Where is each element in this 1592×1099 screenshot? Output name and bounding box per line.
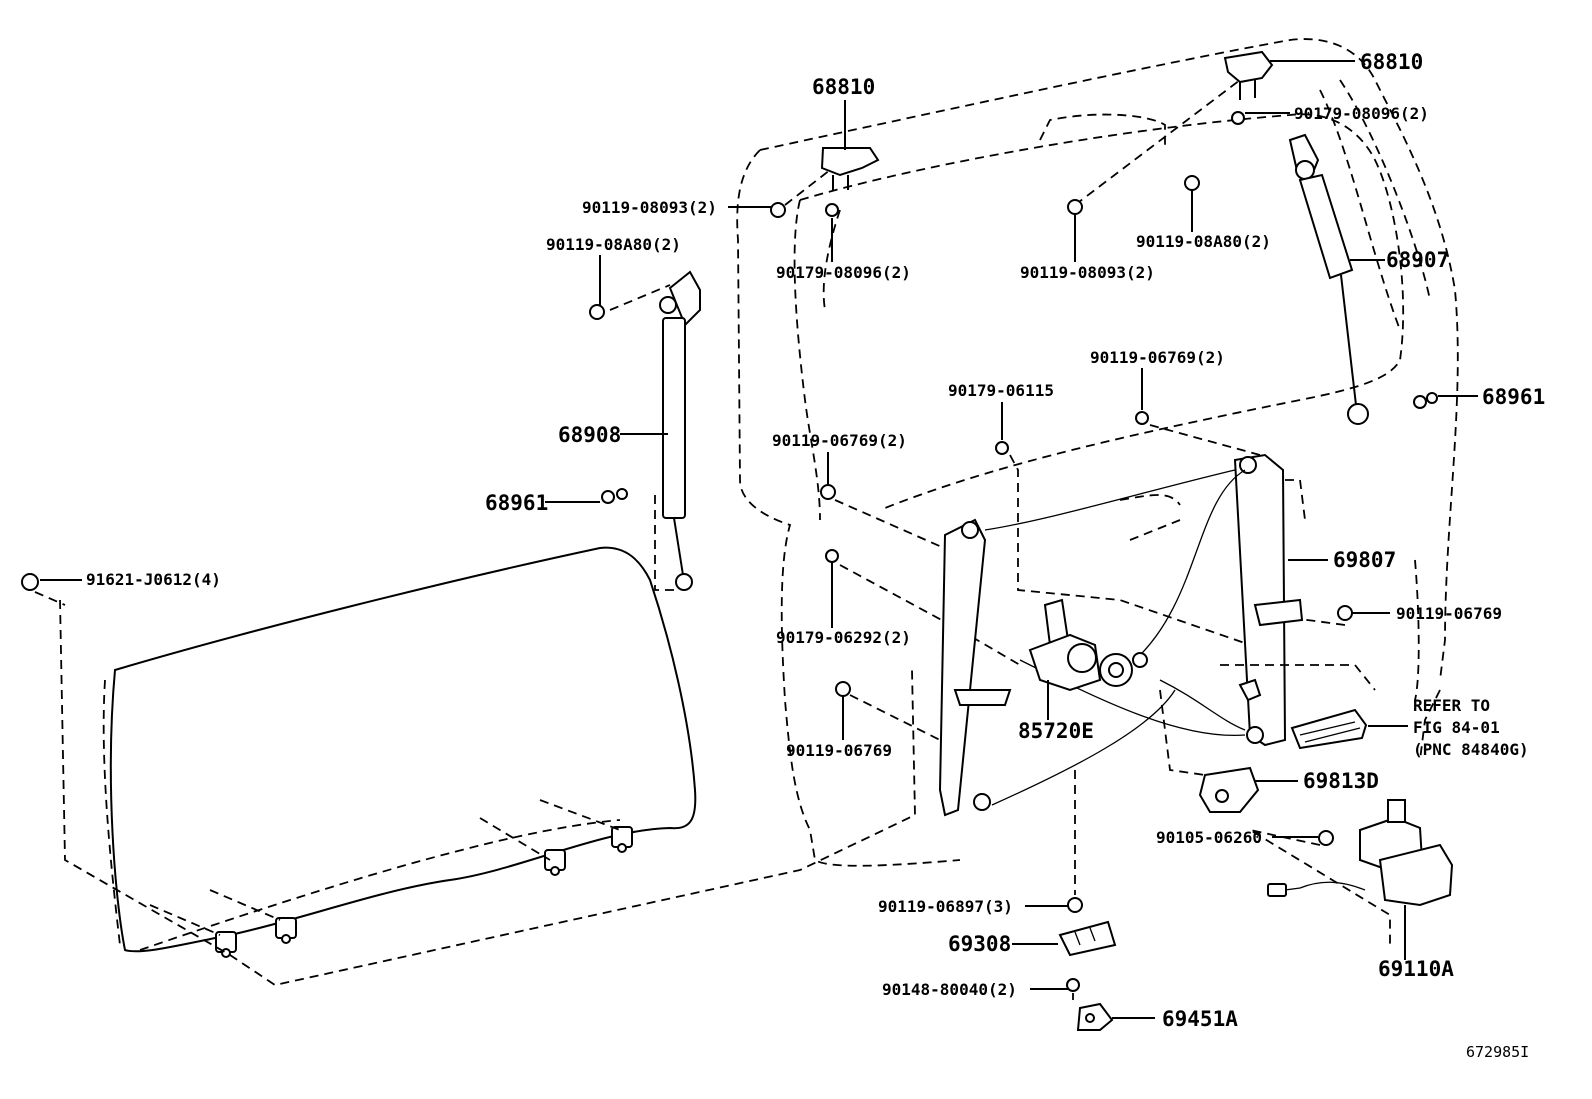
back-glass xyxy=(59,546,916,986)
label-nut-06115: 90179-06115 xyxy=(948,381,1054,400)
label-hinge-right: 68810 xyxy=(1360,50,1423,74)
damper-stay-right xyxy=(1288,133,1369,425)
striker xyxy=(1058,920,1117,957)
label-bolt-06769-b: 90119-06769(2) xyxy=(772,431,907,450)
label-bolt-hinge-right: 90119-08093(2) xyxy=(1020,263,1155,282)
bolt-icon xyxy=(835,681,851,697)
label-bracket: 69813D xyxy=(1303,769,1379,793)
label-stud-left: 68961 xyxy=(485,491,548,515)
bolt-icon xyxy=(1318,830,1334,846)
label-bolt-stay-right: 90119-08A80(2) xyxy=(1136,232,1271,251)
bracket xyxy=(1198,766,1260,813)
label-regulator: 69807 xyxy=(1333,548,1396,572)
bolt-icon xyxy=(820,484,836,500)
damper-stay-left xyxy=(609,270,701,591)
bolt-icon xyxy=(1337,605,1353,621)
glass-clip-2 xyxy=(544,849,566,876)
glass-clip-1 xyxy=(611,826,633,853)
label-bolt-06769-c: 90119-06769 xyxy=(786,741,892,760)
label-motor: 85720E xyxy=(1018,719,1094,743)
label-handle-ref-2: FIG 84-01 xyxy=(1413,718,1500,737)
bolt-icon xyxy=(1135,411,1149,425)
label-cover: 69451A xyxy=(1162,1007,1238,1031)
label-handle-ref-1: REFER TO xyxy=(1413,696,1490,715)
screw-icon xyxy=(1066,978,1080,992)
label-bolt-stay-left: 90119-08A80(2) xyxy=(546,235,681,254)
stud-icon xyxy=(1413,392,1438,409)
label-lock-assy: 69110A xyxy=(1378,957,1454,981)
label-bolt-06769-d: 90119-06769 xyxy=(1396,604,1502,623)
stud-icon xyxy=(601,488,628,504)
nut-icon xyxy=(825,203,839,217)
label-nut-06292: 90179-06292(2) xyxy=(776,628,911,647)
bolt-icon xyxy=(21,573,39,591)
bolt-icon xyxy=(1184,175,1200,191)
label-hinge-left: 68810 xyxy=(812,75,875,99)
door-lock-assembly xyxy=(1267,799,1454,960)
nut-icon xyxy=(1231,111,1245,125)
label-glass-bolt: 91621-J0612(4) xyxy=(86,570,221,589)
hinge-right xyxy=(1074,50,1274,206)
leader-lines xyxy=(40,60,1478,1019)
figure-id: 672985I xyxy=(1466,1043,1529,1061)
bolt-icon xyxy=(770,202,786,218)
label-damper-stay-left: 68908 xyxy=(558,423,621,447)
label-nut-hinge-left: 90179-08096(2) xyxy=(776,263,911,282)
nut-icon xyxy=(825,549,839,563)
label-striker: 69308 xyxy=(948,932,1011,956)
back-door-outline xyxy=(736,38,1459,867)
glass-clip-3 xyxy=(275,917,297,944)
outside-handle xyxy=(1220,664,1376,750)
part-labels: 68810 68810 90119-08093(2) 90179-08096(2… xyxy=(86,50,1545,1061)
label-bolt-06769-a: 90119-06769(2) xyxy=(1090,348,1225,367)
striker-cover xyxy=(1076,1002,1114,1031)
bolt-icon xyxy=(1067,199,1083,215)
label-bolt-06260: 90105-06260 xyxy=(1156,828,1262,847)
label-screw-80040: 90148-80040(2) xyxy=(882,980,1017,999)
label-handle-ref-3: (PNC 84840G) xyxy=(1413,740,1529,759)
regulator-motor xyxy=(1028,598,1148,715)
glass-clip-4 xyxy=(215,931,237,958)
bolt-icon xyxy=(589,304,605,320)
window-regulator xyxy=(938,453,1304,817)
nut-icon xyxy=(995,441,1009,455)
label-stud-right: 68961 xyxy=(1482,385,1545,409)
label-nut-hinge-right: 90179-08096(2) xyxy=(1294,104,1429,123)
label-bolt-hinge-left: 90119-08093(2) xyxy=(582,198,717,217)
label-bolt-06897: 90119-06897(3) xyxy=(878,897,1013,916)
label-damper-stay-right: 68907 xyxy=(1386,248,1449,272)
hinge-left xyxy=(784,147,880,311)
bolt-icon xyxy=(1067,897,1083,913)
